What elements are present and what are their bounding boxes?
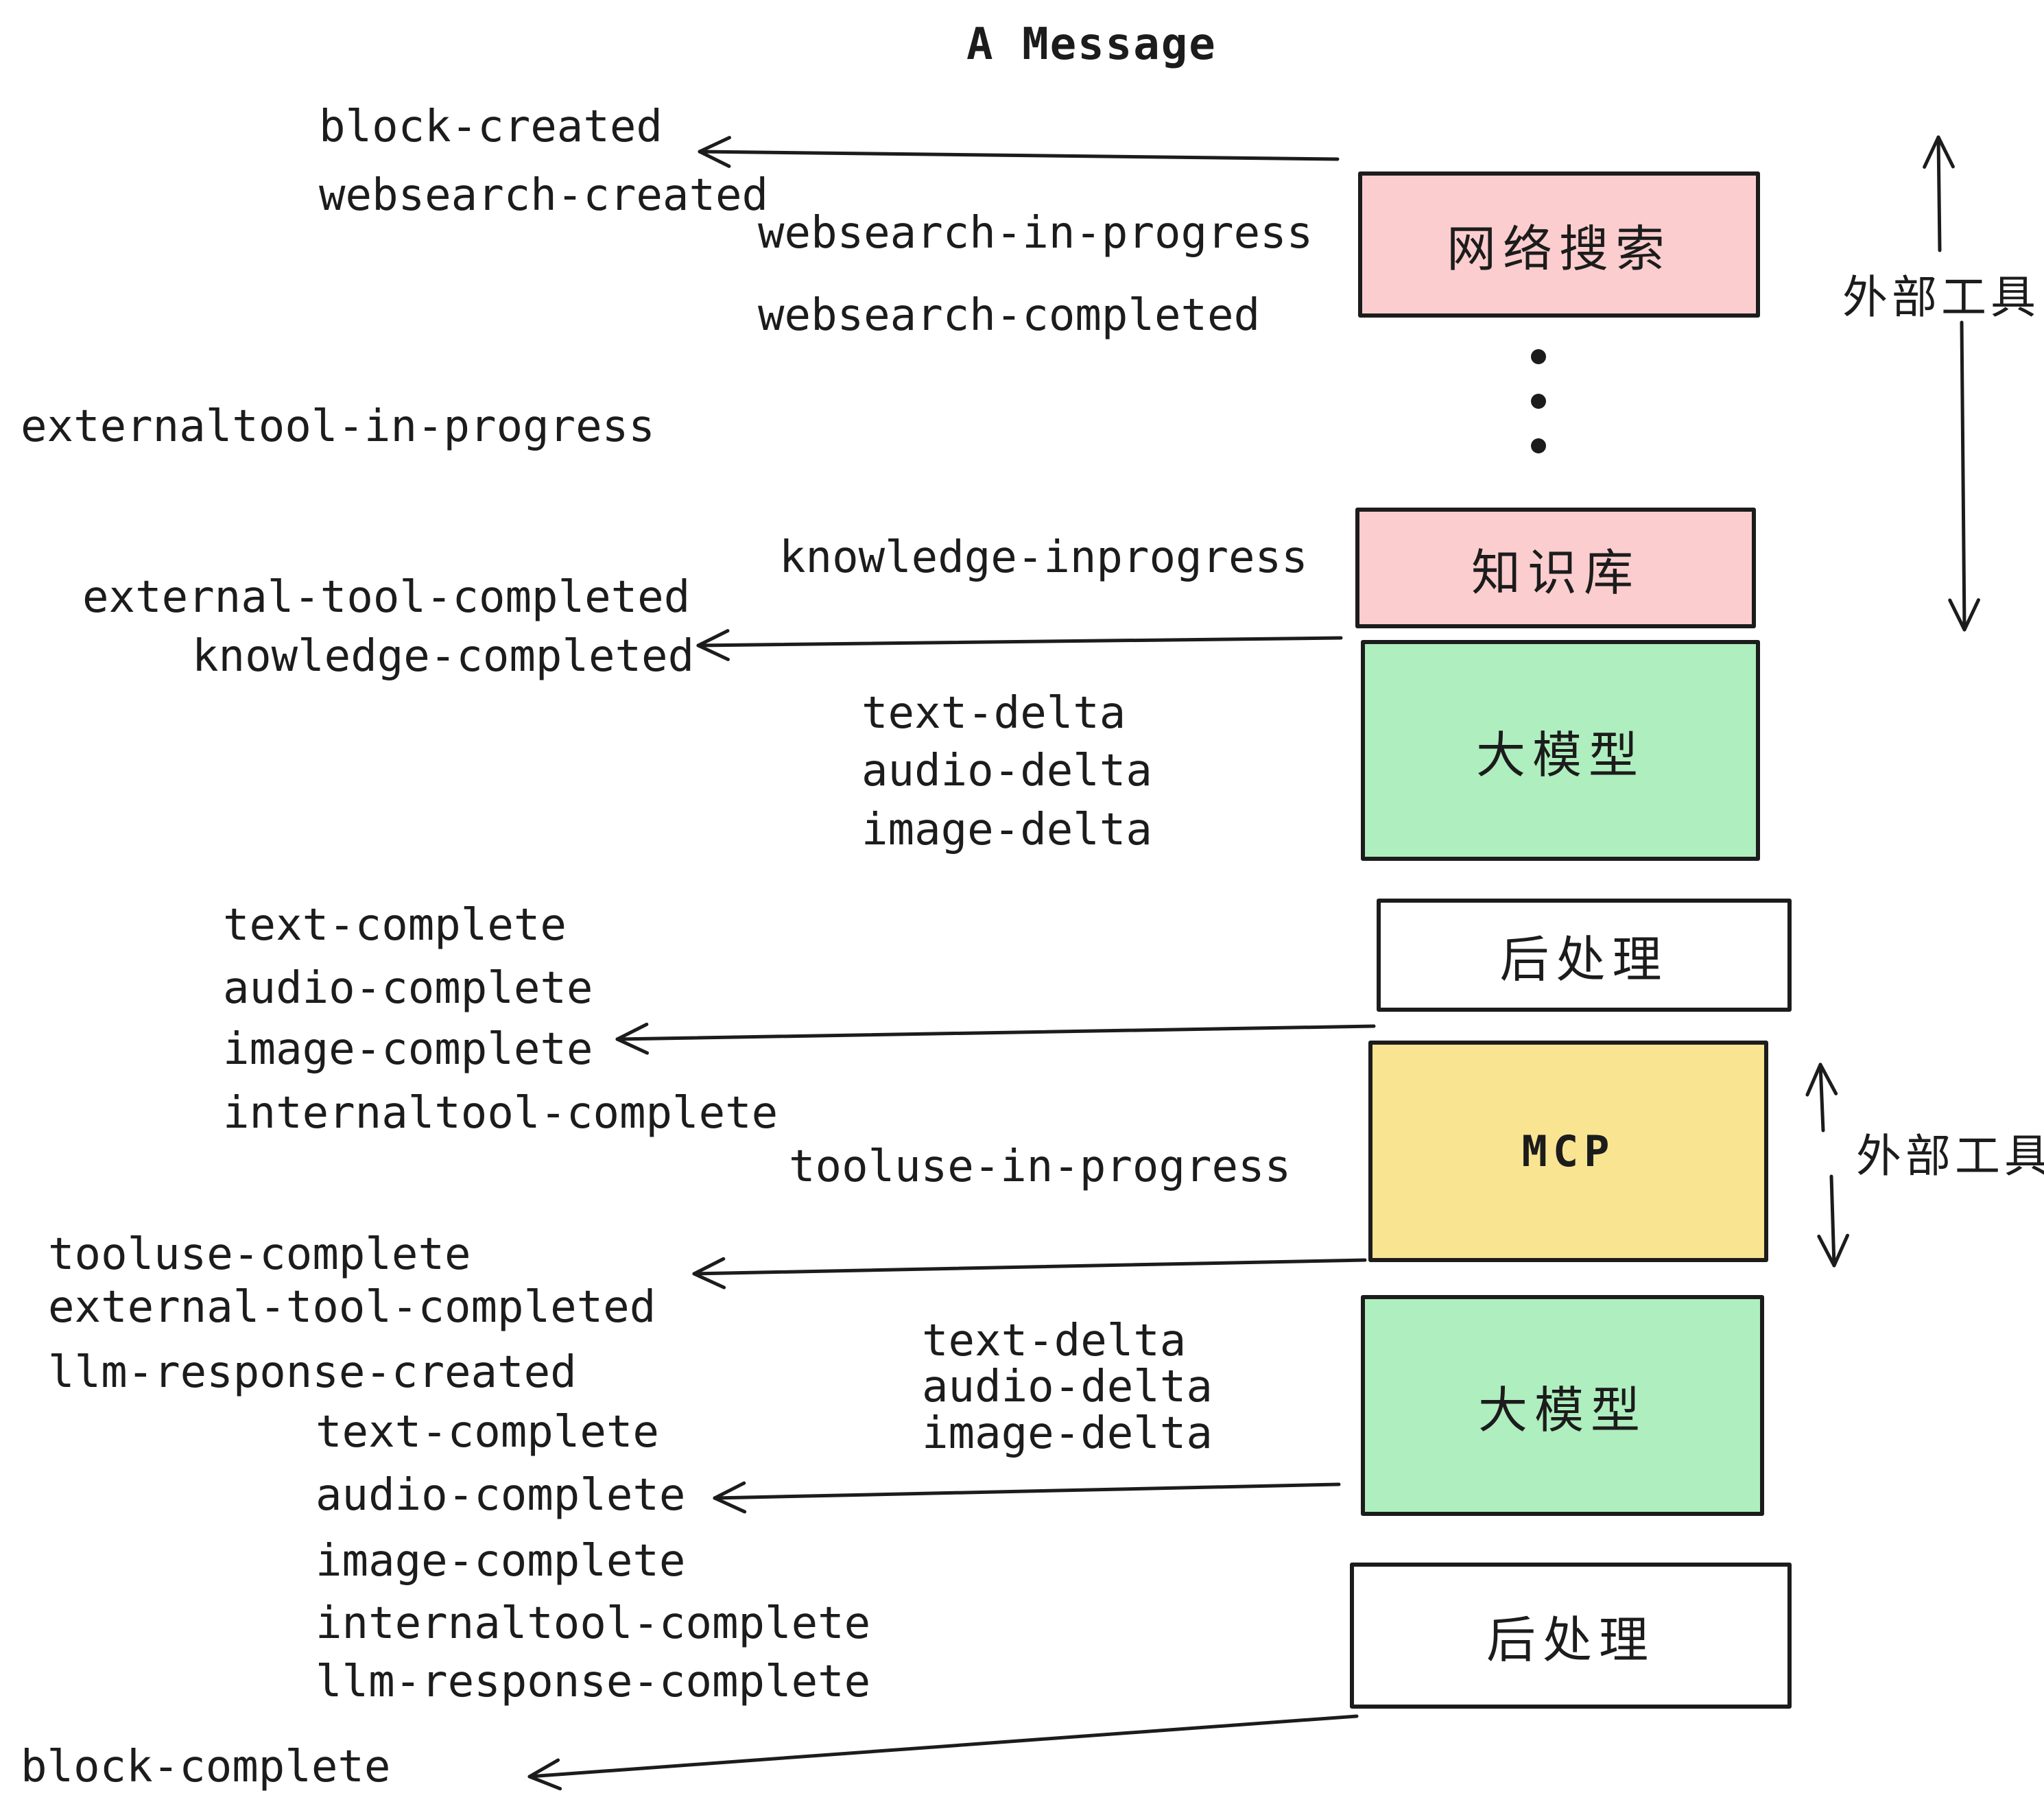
arrow-msg-to-audio-complete — [713, 1481, 1341, 1514]
event-knowledge-inprogress: knowledge-inprogress — [779, 532, 1308, 583]
box-label-knowledge-base: 知识库 — [1471, 543, 1640, 602]
event-knowledge-completed: knowledge-completed — [192, 631, 695, 682]
event-audio-complete: audio-complete — [223, 963, 593, 1014]
event-externaltool-in-progress: externaltool-in-progress — [21, 401, 655, 452]
event-internaltool-complete: internaltool-complete — [316, 1598, 871, 1649]
event-audio-complete: audio-complete — [316, 1470, 686, 1521]
box-label-web-search: 网络搜索 — [1446, 220, 1672, 278]
box-mcp: MCP — [1368, 1041, 1768, 1262]
event-audio-delta: audio-delta — [861, 746, 1152, 796]
event-text-complete: text-complete — [316, 1407, 659, 1458]
event-text-delta: text-delta — [922, 1316, 1187, 1366]
event-image-delta: image-delta — [922, 1408, 1213, 1459]
side-label-external-tools-1: 外部工具 — [1842, 271, 2040, 324]
box-label-mcp: MCP — [1521, 1126, 1615, 1176]
event-internaltool-complete: internaltool-complete — [223, 1088, 779, 1139]
box-label-llm-2: 大模型 — [1477, 1381, 1647, 1439]
event-tooluse-complete: tooluse-complete — [48, 1229, 471, 1280]
arrow-msg-to-block-complete — [527, 1714, 1359, 1791]
arrow-external-tools-2-up — [1805, 1063, 1838, 1132]
event-websearch-created: websearch-created — [319, 170, 769, 221]
box-llm-2: 大模型 — [1361, 1295, 1764, 1516]
box-label-post-process-1: 后处理 — [1499, 931, 1669, 988]
event-tooluse-in-progress: tooluse-in-progress — [789, 1141, 1292, 1192]
arrow-msg-to-block-created — [698, 136, 1340, 168]
box-knowledge-base: 知识库 — [1355, 508, 1756, 628]
vertical-ellipsis-dots — [1531, 349, 1546, 453]
event-block-created: block-created — [319, 102, 663, 152]
event-external-tool-completed: external-tool-completed — [82, 572, 691, 623]
event-audio-delta: audio-delta — [922, 1362, 1213, 1412]
arrow-external-tools-1-up — [1923, 135, 1955, 252]
event-websearch-completed: websearch-completed — [758, 290, 1261, 341]
box-post-process-1: 后处理 — [1377, 899, 1792, 1012]
box-label-post-process-2: 后处理 — [1486, 1611, 1655, 1669]
arrow-msg-to-tooluse-complete — [692, 1257, 1367, 1290]
box-llm-1: 大模型 — [1361, 640, 1760, 861]
box-web-search: 网络搜索 — [1358, 171, 1760, 318]
event-websearch-in-progress: websearch-in-progress — [758, 208, 1314, 259]
side-label-external-tools-2: 外部工具 — [1856, 1130, 2044, 1183]
box-post-process-2: 后处理 — [1350, 1563, 1792, 1709]
event-text-delta: text-delta — [861, 688, 1126, 739]
event-image-complete: image-complete — [316, 1536, 686, 1587]
arrow-msg-to-image-complete — [615, 1022, 1376, 1055]
box-label-llm-1: 大模型 — [1475, 726, 1645, 784]
event-llm-response-complete: llm-response-complete — [316, 1657, 871, 1707]
diagram-title: A Message — [966, 19, 1217, 70]
event-block-complete: block-complete — [21, 1742, 391, 1792]
arrow-external-tools-2-down — [1817, 1174, 1850, 1268]
event-text-complete: text-complete — [223, 900, 567, 951]
arrow-external-tools-1-down — [1948, 320, 1980, 632]
event-image-delta: image-delta — [861, 805, 1152, 855]
event-image-complete: image-complete — [223, 1024, 593, 1075]
arrow-msg-to-knowledge-completed — [696, 629, 1343, 661]
event-llm-response-created: llm-response-created — [48, 1347, 577, 1398]
event-external-tool-completed: external-tool-completed — [48, 1282, 656, 1333]
